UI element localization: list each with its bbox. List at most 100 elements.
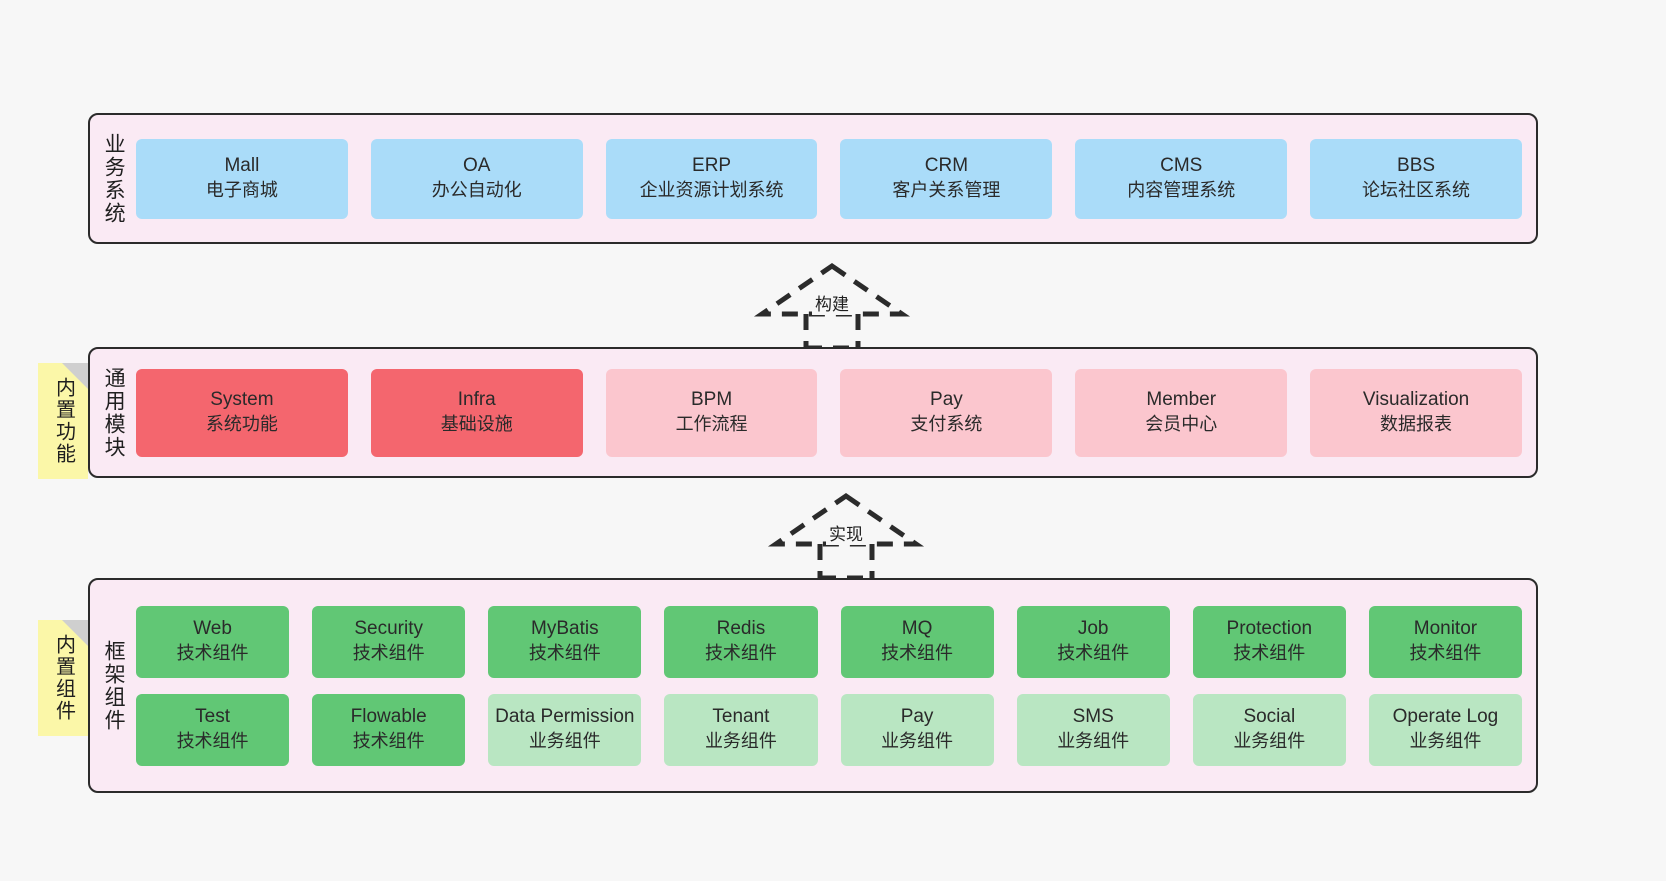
card-crm[interactable]: CRM 客户关系管理	[840, 138, 1053, 219]
layer-framework-components: 框架组件 Web 技术组件 Security 技术组件 MyBatis 技术组件…	[88, 578, 1538, 793]
card-title: Job	[1077, 618, 1109, 640]
card-subtitle: 会员中心	[1145, 414, 1218, 435]
card-social[interactable]: Social 业务组件	[1192, 693, 1346, 766]
card-pay-business[interactable]: Pay 业务组件	[840, 693, 994, 766]
card-title: Security	[354, 618, 423, 640]
card-operate-log[interactable]: Operate Log 业务组件	[1368, 693, 1522, 766]
card-title: Monitor	[1413, 618, 1478, 640]
card-subtitle: 工作流程	[675, 414, 748, 435]
card-row: Web 技术组件 Security 技术组件 MyBatis 技术组件 Redi…	[136, 605, 1522, 678]
card-subtitle: 支付系统	[910, 414, 983, 435]
card-subtitle: 技术组件	[1057, 643, 1130, 664]
card-subtitle: 系统功能	[205, 414, 278, 435]
card-web[interactable]: Web 技术组件	[136, 605, 290, 678]
card-subtitle: 技术组件	[704, 643, 777, 664]
card-data-permission[interactable]: Data Permission 业务组件	[488, 693, 642, 766]
card-oa[interactable]: OA 办公自动化	[370, 138, 583, 219]
layer-title-common-modules: 通用模块	[102, 366, 126, 459]
card-title: Tenant	[712, 706, 770, 728]
card-flowable[interactable]: Flowable 技术组件	[312, 693, 466, 766]
card-subtitle: 企业资源计划系统	[639, 180, 784, 201]
card-protection[interactable]: Protection 技术组件	[1192, 605, 1346, 678]
card-bbs[interactable]: BBS 论坛社区系统	[1310, 138, 1522, 219]
card-title: ERP	[692, 155, 732, 177]
card-title: Member	[1146, 389, 1217, 411]
card-title: Operate Log	[1392, 706, 1499, 728]
card-subtitle: 内容管理系统	[1127, 180, 1236, 201]
card-security[interactable]: Security 技术组件	[312, 605, 466, 678]
layer-business-systems: 业务系统 Mall 电子商城 OA 办公自动化 ERP 企业资源计划系统 CRM…	[88, 113, 1538, 244]
card-infra[interactable]: Infra 基础设施	[370, 368, 583, 457]
card-sms[interactable]: SMS 业务组件	[1016, 693, 1170, 766]
note-label: 内置组件	[52, 634, 75, 722]
layer-common-modules: 通用模块 System 系统功能 Infra 基础设施 BPM 工作流程 Pay…	[88, 347, 1538, 478]
layer-body-common-modules: System 系统功能 Infra 基础设施 BPM 工作流程 Pay 支付系统…	[136, 349, 1536, 476]
card-subtitle: 技术组件	[528, 643, 601, 664]
card-tenant[interactable]: Tenant 业务组件	[664, 693, 818, 766]
card-redis[interactable]: Redis 技术组件	[664, 605, 818, 678]
card-cms[interactable]: CMS 内容管理系统	[1075, 138, 1288, 219]
card-monitor[interactable]: Monitor 技术组件	[1368, 605, 1522, 678]
card-subtitle: 业务组件	[1233, 731, 1306, 752]
card-erp[interactable]: ERP 企业资源计划系统	[605, 138, 818, 219]
card-row: Test 技术组件 Flowable 技术组件 Data Permission …	[136, 693, 1522, 766]
card-subtitle: 技术组件	[176, 731, 249, 752]
card-title: Redis	[716, 618, 766, 640]
card-title: Visualization	[1362, 389, 1470, 411]
card-subtitle: 客户关系管理	[892, 180, 1001, 201]
card-bpm[interactable]: BPM 工作流程	[605, 368, 818, 457]
card-title: MyBatis	[531, 618, 599, 640]
card-title: SMS	[1072, 706, 1114, 728]
card-subtitle: 技术组件	[1409, 643, 1482, 664]
card-title: MQ	[901, 618, 933, 640]
card-subtitle: 业务组件	[1409, 731, 1482, 752]
card-title: BBS	[1397, 155, 1436, 177]
card-mybatis[interactable]: MyBatis 技术组件	[488, 605, 642, 678]
card-subtitle: 业务组件	[1057, 731, 1130, 752]
card-system[interactable]: System 系统功能	[136, 368, 348, 457]
arrow-implement: 实现	[767, 492, 925, 581]
card-subtitle: 技术组件	[1233, 643, 1306, 664]
card-title: System	[210, 389, 274, 411]
card-mall[interactable]: Mall 电子商城	[136, 138, 348, 219]
card-subtitle: 业务组件	[881, 731, 954, 752]
card-pay[interactable]: Pay 支付系统	[840, 368, 1053, 457]
card-title: Infra	[457, 389, 496, 411]
card-subtitle: 基础设施	[440, 414, 513, 435]
arrow-build-label: 构建	[812, 290, 852, 315]
card-title: BPM	[690, 389, 733, 411]
layer-title-framework-components: 框架组件	[102, 639, 126, 732]
card-subtitle: 技术组件	[352, 643, 425, 664]
card-subtitle: 业务组件	[704, 731, 777, 752]
card-subtitle: 技术组件	[352, 731, 425, 752]
card-job[interactable]: Job 技术组件	[1016, 605, 1170, 678]
card-subtitle: 技术组件	[176, 643, 249, 664]
arrow-implement-label: 实现	[826, 520, 866, 545]
card-test[interactable]: Test 技术组件	[136, 693, 290, 766]
card-title: Pay	[900, 706, 934, 728]
card-title: Protection	[1226, 618, 1313, 640]
card-subtitle: 技术组件	[881, 643, 954, 664]
note-label: 内置功能	[52, 377, 75, 465]
card-title: Flowable	[350, 706, 427, 728]
layer-title-business-systems: 业务系统	[102, 132, 126, 225]
arrow-build: 构建	[753, 262, 911, 351]
card-member[interactable]: Member 会员中心	[1075, 368, 1288, 457]
card-row: Mall 电子商城 OA 办公自动化 ERP 企业资源计划系统 CRM 客户关系…	[136, 138, 1522, 219]
card-mq[interactable]: MQ 技术组件	[840, 605, 994, 678]
card-visualization[interactable]: Visualization 数据报表	[1310, 368, 1522, 457]
card-title: Pay	[930, 389, 963, 411]
card-title: Web	[193, 618, 232, 640]
card-title: Mall	[224, 155, 260, 177]
note-builtin-features: 内置功能	[38, 363, 88, 479]
card-subtitle: 论坛社区系统	[1362, 180, 1471, 201]
card-subtitle: 数据报表	[1380, 414, 1453, 435]
card-title: OA	[463, 155, 491, 177]
card-title: Data Permission	[495, 706, 635, 728]
card-title: CRM	[924, 155, 969, 177]
card-title: Social	[1243, 706, 1296, 728]
layer-body-business-systems: Mall 电子商城 OA 办公自动化 ERP 企业资源计划系统 CRM 客户关系…	[136, 115, 1536, 242]
note-builtin-components: 内置组件	[38, 620, 88, 736]
card-title: CMS	[1160, 155, 1203, 177]
